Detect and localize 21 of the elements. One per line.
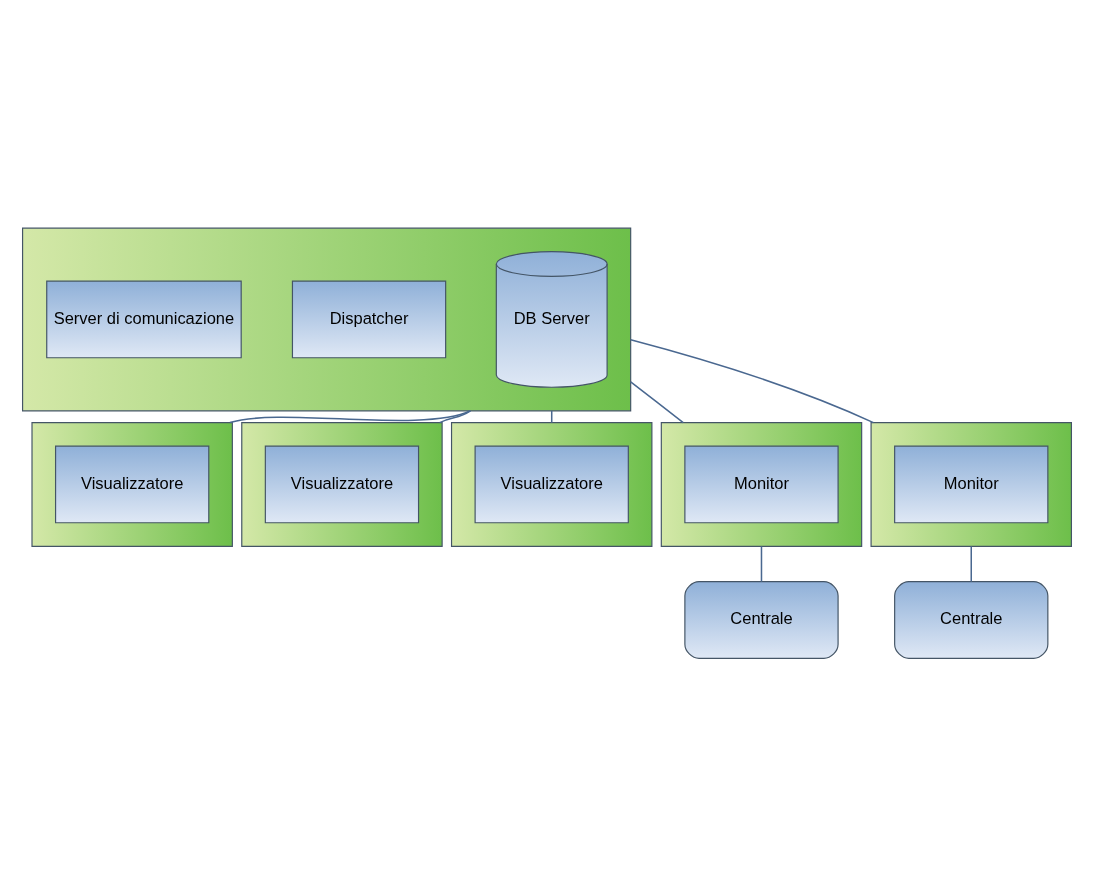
node-box: Centrale: [894, 581, 1049, 659]
cluster: [450, 422, 653, 547]
cluster: [22, 227, 632, 412]
cluster: [660, 422, 863, 547]
node-box: Server di comunicazione: [46, 280, 242, 359]
cluster: [31, 422, 233, 547]
connector: [629, 381, 684, 424]
connector: [629, 339, 875, 424]
connector: [760, 545, 763, 583]
connector: [439, 410, 472, 424]
cluster: [241, 422, 443, 547]
node-box: Visualizzatore: [264, 445, 420, 524]
connector: [970, 545, 972, 583]
node-box: Visualizzatore: [474, 445, 629, 524]
cluster: [870, 422, 1072, 547]
node-box: Dispatcher: [291, 280, 447, 359]
node-box: Monitor: [894, 445, 1049, 524]
node-box: Monitor: [684, 445, 839, 524]
connector: [229, 410, 472, 424]
node-box: Visualizzatore: [55, 445, 210, 524]
node-box: Centrale: [684, 581, 839, 659]
